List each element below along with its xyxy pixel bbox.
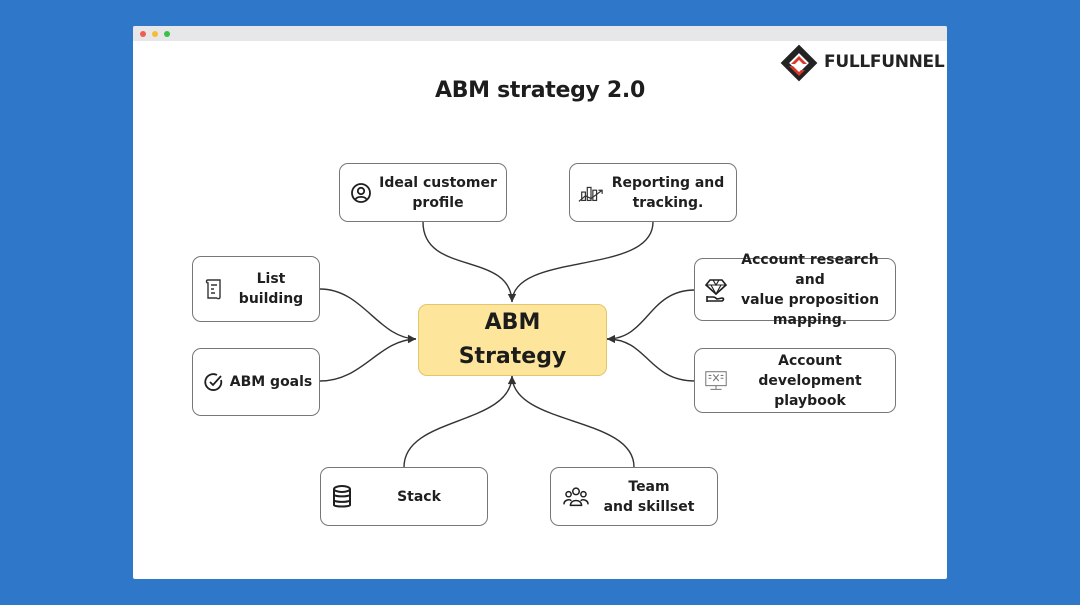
close-window-button[interactable] <box>140 31 146 37</box>
node-stack[interactable]: Stack <box>320 467 488 526</box>
diagram-canvas: FULLFUNNEL ABM strategy 2.0 Ideal custom… <box>133 26 947 579</box>
node-label: Account research and value proposition m… <box>740 251 880 328</box>
connector-reporting-and-tracking <box>508 221 654 303</box>
playbook-board-icon <box>703 368 729 394</box>
node-label: Ideal customer profile <box>379 174 497 211</box>
maximize-window-button[interactable] <box>164 31 170 37</box>
center-node-abm-strategy[interactable]: ABM Strategy <box>418 304 607 376</box>
fullfunnel-logo[interactable]: FULLFUNNEL <box>778 44 945 82</box>
node-label: List building <box>238 271 304 307</box>
connector-lines <box>319 221 696 468</box>
check-circle-icon <box>201 369 227 395</box>
browser-window: FULLFUNNEL ABM strategy 2.0 Ideal custom… <box>133 26 947 579</box>
node-account-development-playbook[interactable]: Account development playbook <box>694 348 896 413</box>
node-team-and-skillset[interactable]: Team and skillset <box>550 467 718 526</box>
node-account-research[interactable]: Account research and value proposition m… <box>694 251 896 328</box>
connector-ideal-customer-profile <box>422 221 516 303</box>
chart-growth-icon <box>578 180 604 206</box>
node-list-building[interactable]: List building <box>192 256 320 322</box>
team-people-icon <box>563 484 589 510</box>
minimize-window-button[interactable] <box>152 31 158 37</box>
node-label: Account development playbook <box>758 352 862 409</box>
diagram-title: ABM strategy 2.0 <box>434 78 645 103</box>
node-label: Stack <box>397 488 441 505</box>
user-circle-icon <box>348 180 374 206</box>
node-label: Reporting and tracking. <box>611 174 725 211</box>
node-label: ABM goals <box>229 374 313 390</box>
node-reporting-and-tracking[interactable]: Reporting and tracking. <box>569 163 737 222</box>
window-titlebar <box>133 26 947 41</box>
database-icon <box>329 484 355 510</box>
connector-account-research <box>606 289 696 343</box>
node-ideal-customer-profile[interactable]: Ideal customer profile <box>339 163 507 222</box>
connector-account-development-playbook <box>606 335 696 382</box>
diamond-hand-icon <box>703 277 729 303</box>
connector-stack <box>403 375 516 468</box>
fullfunnel-logo-icon <box>780 44 818 82</box>
connector-team-and-skillset <box>508 375 635 468</box>
node-abm-goals[interactable]: ABM goals <box>192 348 320 416</box>
connector-list-building <box>319 288 417 343</box>
node-label: Team and skillset <box>603 478 695 515</box>
scroll-list-icon <box>201 276 227 302</box>
connector-abm-goals <box>319 335 417 382</box>
brand-name: FULLFUNNEL <box>824 52 945 72</box>
